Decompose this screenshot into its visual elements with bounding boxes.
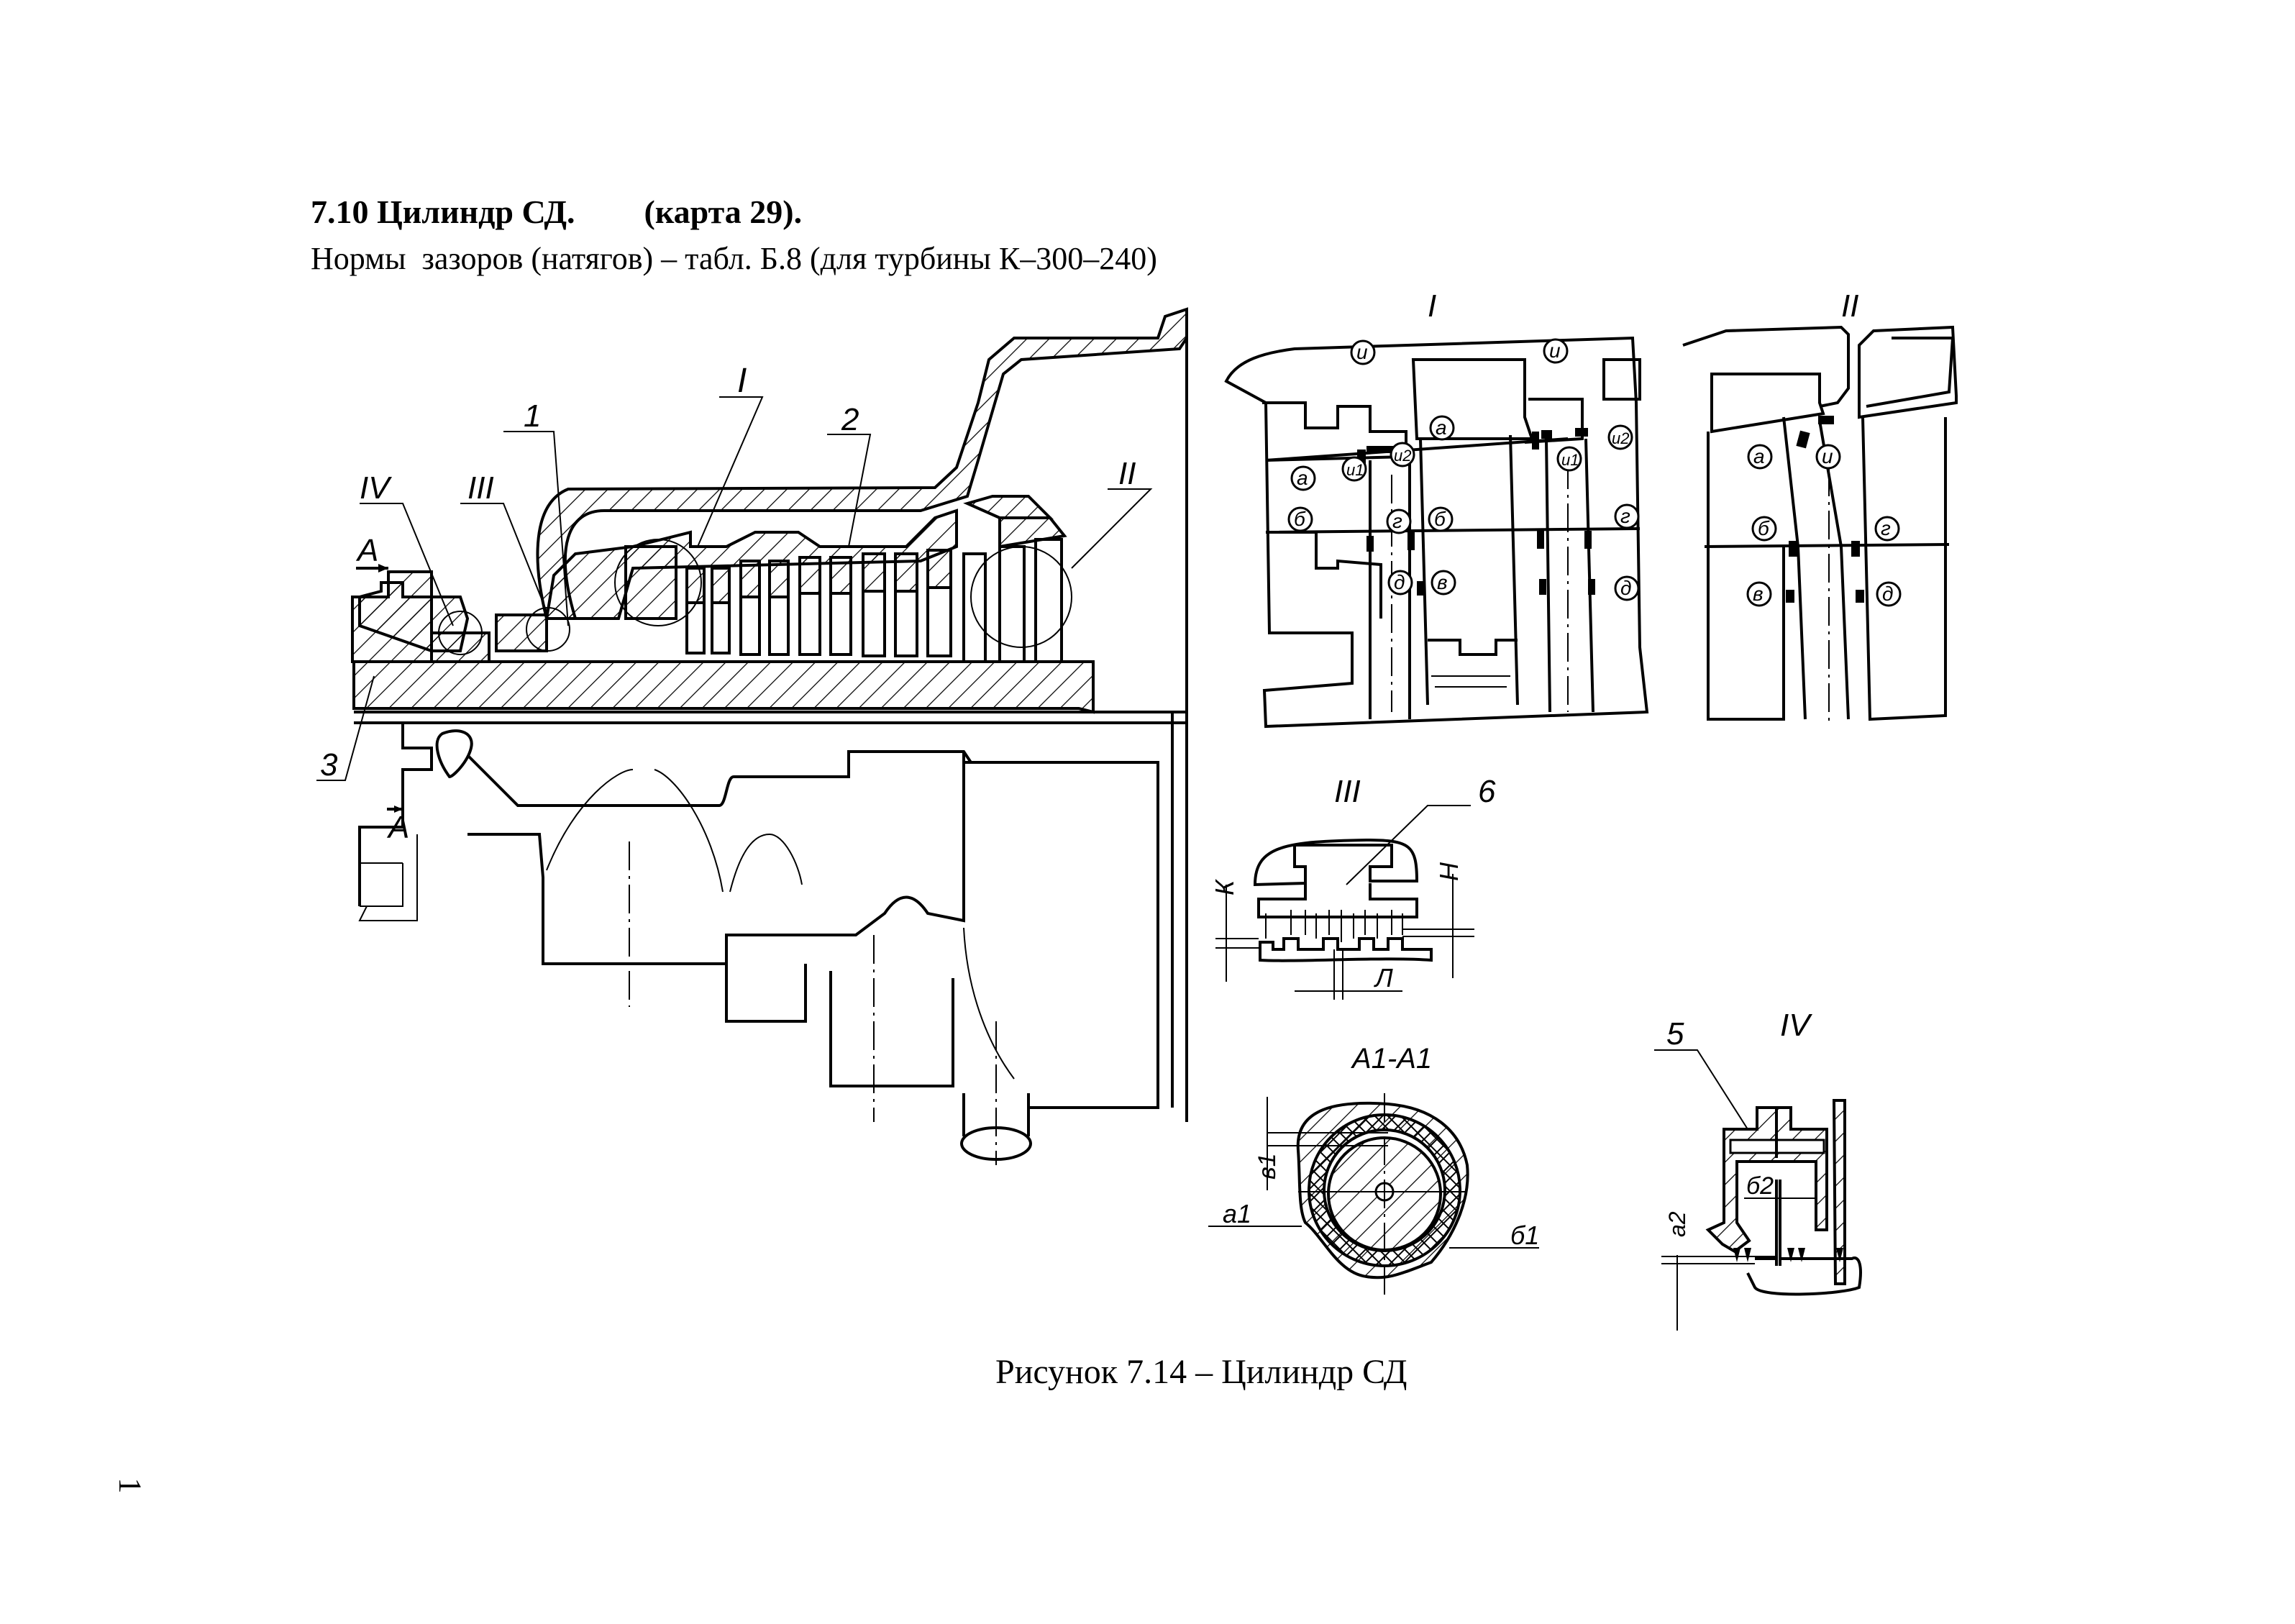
detail-II-labels: а и б г в д <box>1746 444 1902 607</box>
section-A1-A1-title: А1-А1 <box>1351 1043 1432 1075</box>
dimension-a1: а1 <box>1223 1199 1251 1228</box>
rotor-shaft <box>352 660 1095 714</box>
label-i-2: и <box>1549 339 1561 362</box>
main-cylinder-section <box>316 307 1188 1165</box>
callout-III: III <box>467 470 494 506</box>
dimension-L: Л <box>1374 963 1393 993</box>
detail-I-view <box>1224 336 1649 729</box>
figure-caption: Рисунок 7.14 – Цилиндр СД <box>995 1353 1407 1391</box>
detail-II-title: II <box>1841 288 1858 324</box>
label-a-1: а <box>1297 467 1308 489</box>
callout-II: II <box>1118 456 1136 491</box>
detail-III-view <box>1215 805 1474 1000</box>
section-title: 7.10 Цилиндр СД. <box>311 193 575 230</box>
label-b-2: б <box>1434 508 1446 530</box>
blade-stages <box>624 495 1067 663</box>
label-g: г <box>1881 517 1891 539</box>
clearance-norms-subtitle: Нормы зазоров (натягов) – табл. Б.8 (для… <box>311 241 1157 276</box>
detail-circle-I <box>614 539 702 626</box>
label-g-2: г <box>1620 505 1630 527</box>
detail-circle-III <box>526 607 570 652</box>
detail-III-title: III <box>1334 774 1361 809</box>
label-i-1: и <box>1356 341 1368 363</box>
section-mark-A-top: A <box>355 533 378 568</box>
label-d: д <box>1882 583 1893 605</box>
label-d-2: д <box>1620 577 1631 599</box>
label-i2-2: и2 <box>1612 429 1629 447</box>
dimension-b2: б2 <box>1746 1172 1774 1200</box>
page-number: 1 <box>112 1477 148 1494</box>
label-i1-1: и1 <box>1346 461 1364 479</box>
label-b: б <box>1758 517 1770 539</box>
label-i: и <box>1822 445 1833 467</box>
callout-I: I <box>737 362 747 400</box>
label-g-1: г <box>1392 510 1402 532</box>
dimension-N: Н <box>1434 862 1464 881</box>
label-b-1: б <box>1294 508 1306 530</box>
callout-1: 1 <box>524 398 541 434</box>
label-d-1: д <box>1394 571 1405 593</box>
detail-I-labels: и и и2 и1 и2 и1 а а б б г г д в д <box>1287 338 1640 601</box>
detail-IV-view <box>1654 1049 1862 1331</box>
dimension-v1: в1 <box>1254 1153 1281 1180</box>
label-v-1: в <box>1437 571 1448 593</box>
callout-2: 2 <box>841 402 859 437</box>
card-reference: (карта 29). <box>644 193 803 230</box>
label-i1-2: и1 <box>1561 451 1579 469</box>
detail-I-title: I <box>1428 288 1436 324</box>
detail-circle-II <box>970 546 1072 648</box>
dimension-K: К <box>1210 879 1239 895</box>
outer-casing <box>536 307 1188 620</box>
callout-IV: IV <box>360 470 392 506</box>
detail-II-view <box>1682 325 1958 726</box>
section-heading: 7.10 Цилиндр СД. (карта 29). <box>311 193 802 231</box>
label-i2-1: и2 <box>1394 447 1411 465</box>
label-v: в <box>1753 583 1764 605</box>
section-mark-A-bottom: A <box>386 810 409 845</box>
label-a: а <box>1753 445 1765 467</box>
detail-IV-title: IV <box>1780 1008 1812 1043</box>
section-A1-A1-view <box>1208 1093 1539 1295</box>
dimension-b1: б1 <box>1510 1221 1539 1250</box>
callout-3: 3 <box>320 747 338 783</box>
dimension-a2: а2 <box>1664 1211 1690 1237</box>
detail-circle-IV <box>438 611 483 655</box>
callout-5: 5 <box>1666 1016 1684 1052</box>
callout-6: 6 <box>1478 774 1496 809</box>
label-a-2: а <box>1436 416 1447 439</box>
